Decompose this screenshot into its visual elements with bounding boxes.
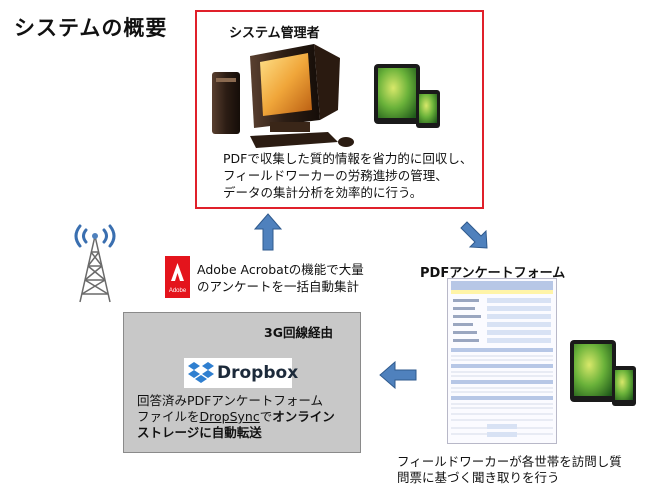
arrow-down-right-icon (460, 221, 488, 249)
acrobat-description: Adobe Acrobatの機能で大量 のアンケートを一括自動集計 (197, 261, 387, 295)
dropsync-link: DropSync (199, 409, 260, 424)
worker-desc-line: 問票に基づく聞き取りを行う (397, 470, 560, 485)
upload-desc-text: で (259, 409, 273, 424)
tablet-devices-icon (374, 64, 440, 128)
upload-desc-line: 回答済みPDFアンケートフォーム (137, 393, 323, 408)
arrow-up-icon (254, 213, 282, 251)
upload-desc-line: ストレージに自動転送 (137, 425, 262, 440)
worker-desc-line: フィールドワーカーが各世帯を訪問し質 (397, 454, 622, 469)
upload-desc-bold: オンライン (272, 409, 335, 424)
acrobat-desc-line: Adobe Acrobatの機能で大量 (197, 262, 364, 277)
admin-description: PDFで収集した質的情報を省力的に回収し、 フィールドワーカーの労務進捗の管理、… (223, 150, 483, 201)
admin-desc-line: PDFで収集した質的情報を省力的に回収し、 (223, 151, 473, 166)
dropbox-logo-background (184, 358, 292, 388)
fieldworker-description: フィールドワーカーが各世帯を訪問し質 問票に基づく聞き取りを行う (397, 454, 657, 486)
admin-desc-line: フィールドワーカーの労務進捗の管理、 (223, 168, 448, 183)
admin-title: システム管理者 (229, 26, 320, 41)
dropbox-logo-text: Dropbox (217, 363, 299, 383)
desktop-computer-icon (212, 44, 354, 148)
tablet-devices-icon (570, 340, 636, 406)
adobe-logo-icon: Adobe (165, 256, 190, 298)
adobe-logo-text: Adobe (169, 288, 187, 294)
arrow-left-icon (379, 361, 417, 389)
3g-line-label: 3G回線経由 (264, 325, 333, 340)
upload-desc-line: ファイルをDropSyncでオンライン (137, 409, 335, 425)
pdf-form-title: PDFアンケートフォーム (420, 266, 566, 281)
pdf-form-thumbnail (447, 278, 557, 444)
acrobat-desc-line: のアンケートを一括自動集計 (197, 279, 360, 294)
dropbox-icon (188, 362, 214, 383)
upload-desc-text: ファイルを (137, 409, 200, 424)
admin-desc-line: データの集計分析を効率的に行う。 (223, 185, 423, 200)
page-title: システムの概要 (14, 16, 168, 40)
antenna-tower-icon (74, 224, 116, 303)
upload-description: 回答済みPDFアンケートフォーム ファイルをDropSyncでオンライン ストレ… (137, 393, 335, 441)
